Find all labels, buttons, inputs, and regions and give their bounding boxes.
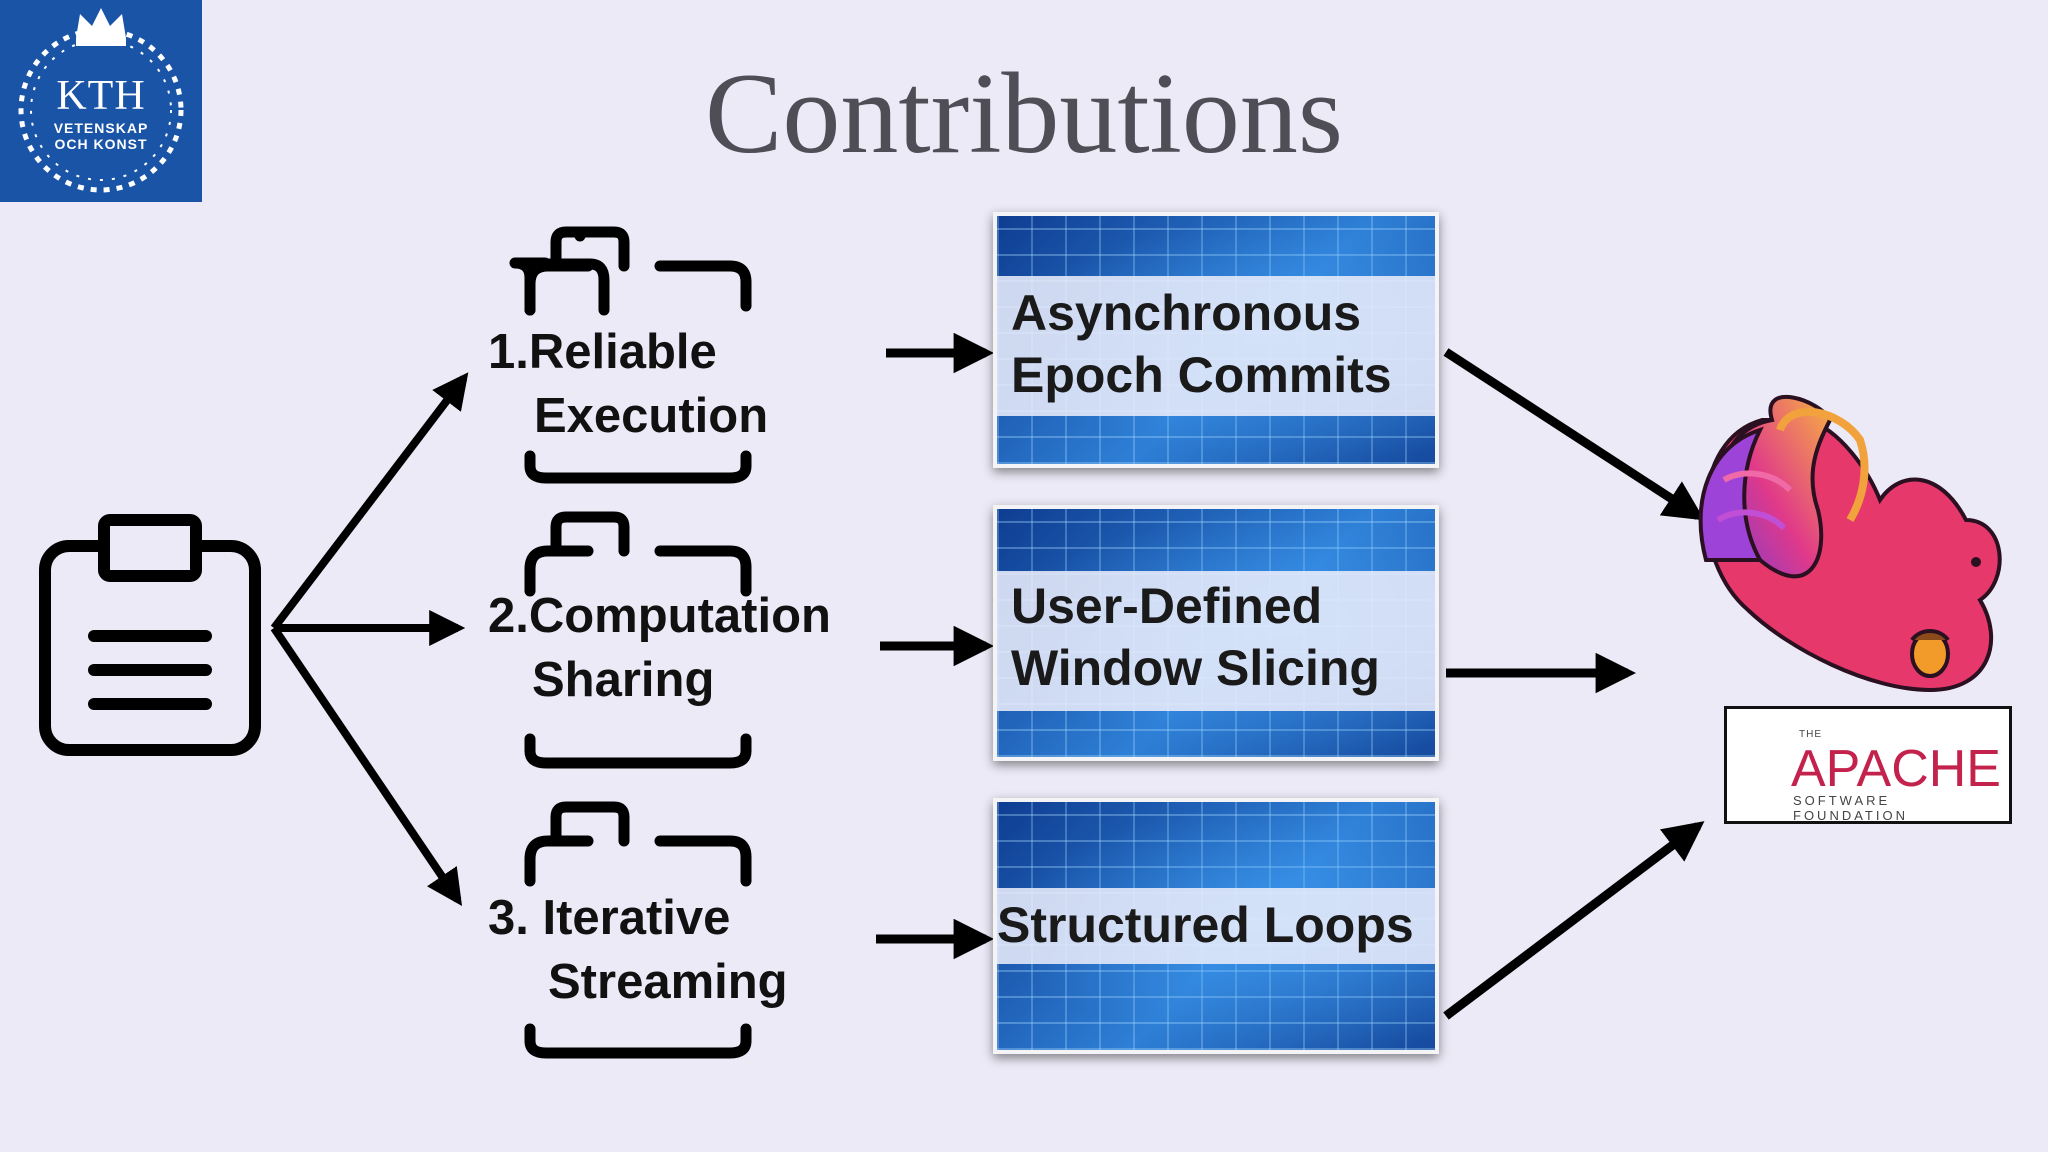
result-loops-line1: Structured Loops xyxy=(997,897,1414,953)
contribution-reliable-line2: Execution xyxy=(534,389,769,443)
contribution-label: 2.Computation Sharing xyxy=(488,584,831,712)
laurel-wreath-icon xyxy=(18,8,184,193)
clipboard-frame-icon xyxy=(509,226,752,484)
result-slicing-line1: User-Defined xyxy=(1011,578,1323,634)
apache-name: APACHE xyxy=(1791,740,2001,798)
contribution-reliable-line1: 1.Reliable xyxy=(488,325,717,379)
arrow-to-reliable xyxy=(270,372,469,631)
arrow-async-to-flink xyxy=(1443,348,1705,521)
result-panel-structured-loops: Structured Loops xyxy=(993,798,1439,1054)
clipboard-frame-icon xyxy=(524,511,752,769)
crown-icon xyxy=(76,8,126,38)
result-slicing-line2: Window Slicing xyxy=(1011,640,1380,696)
kth-logo-name: KTH xyxy=(56,73,146,119)
page-title: Contributions xyxy=(704,50,1344,178)
kth-logo: KTH VETENSKAP OCH KONST xyxy=(0,0,202,202)
apache-logo: THE APACHE SOFTWARE FOUNDATION xyxy=(1724,706,2012,824)
contribution-label: 1.Reliable Execution xyxy=(488,320,768,448)
flink-squirrel-icon xyxy=(1698,394,2002,693)
contribution-iterative-line2: Streaming xyxy=(548,955,788,1009)
contribution-iterative-line1: 3. Iterative xyxy=(488,891,731,945)
result-async-line1: Asynchronous xyxy=(1011,285,1362,341)
apache-the: THE xyxy=(1799,729,1822,740)
result-async-line2: Epoch Commits xyxy=(1011,347,1392,403)
arrow-loops-to-flink xyxy=(1443,821,1705,1020)
kth-logo-line1: VETENSKAP xyxy=(53,120,149,136)
fan-out-arrows xyxy=(270,372,469,906)
arrow-to-iterative xyxy=(270,625,463,906)
apache-subtitle: SOFTWARE FOUNDATION xyxy=(1793,793,1908,823)
result-panel-window-slicing: User-Defined Window Slicing xyxy=(993,505,1439,761)
contribution-label: 3. Iterative Streaming xyxy=(488,886,788,1014)
result-panel-async-commits: Asynchronous Epoch Commits xyxy=(993,212,1439,468)
contribution-sharing-line2: Sharing xyxy=(532,653,715,707)
kth-logo-line2: OCH KONST xyxy=(54,136,148,152)
contribution-sharing-line1: 2.Computation xyxy=(488,589,831,643)
clipboard-frame-icon xyxy=(524,801,752,1059)
clipboard-icon xyxy=(39,514,261,756)
